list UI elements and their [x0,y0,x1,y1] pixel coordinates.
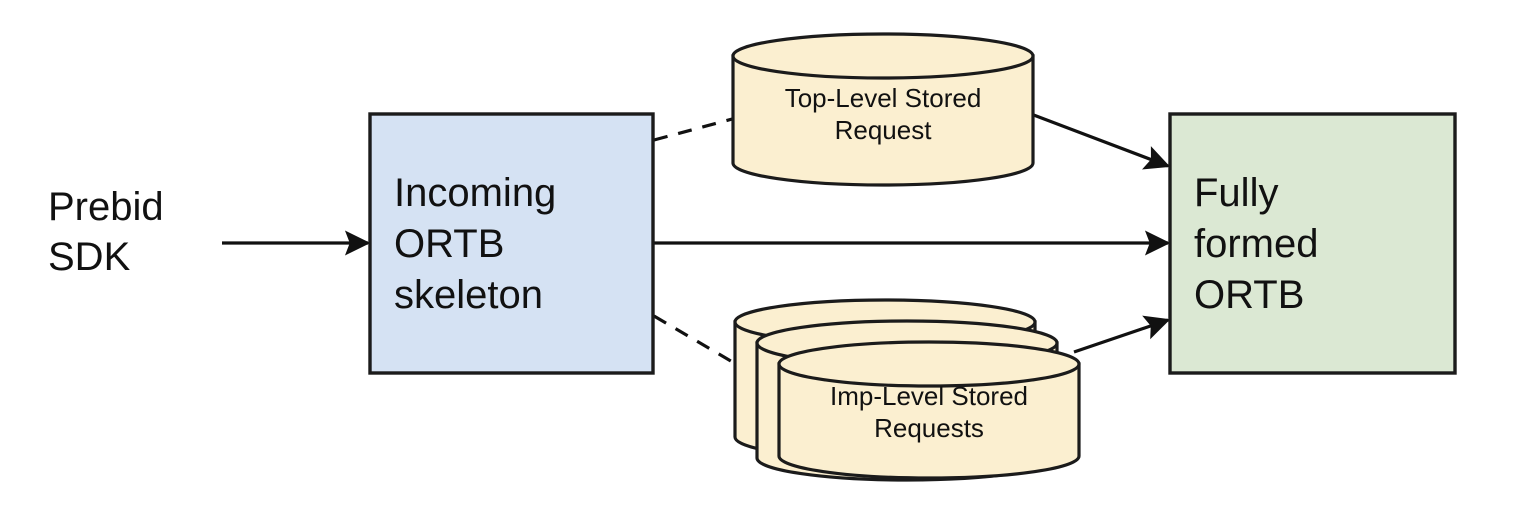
node-imp-level-stored-requests [733,298,1081,482]
node-top-level-stored-request [731,32,1035,187]
edge-imp-level-store-to-result [1073,315,1171,354]
prebid-sdk-label: Prebid SDK [48,185,164,279]
edge-skeleton-to-imp-level-store [653,314,742,369]
edge-top-level-store-to-result [1030,112,1171,170]
node-fully-formed-ortb [1168,112,1457,375]
incoming-ortb-skeleton-label: Incoming ORTB skeleton [394,171,557,317]
cylinder-front [777,340,1081,480]
top-level-stored-request-label: Top-Level Stored Request [784,83,982,145]
imp-level-stored-requests-label: Imp-Level Stored Requests [830,381,1028,443]
node-incoming-ortb-skeleton [368,112,655,375]
fully-formed-ortb-label: Fully formed ORTB [1194,171,1319,317]
